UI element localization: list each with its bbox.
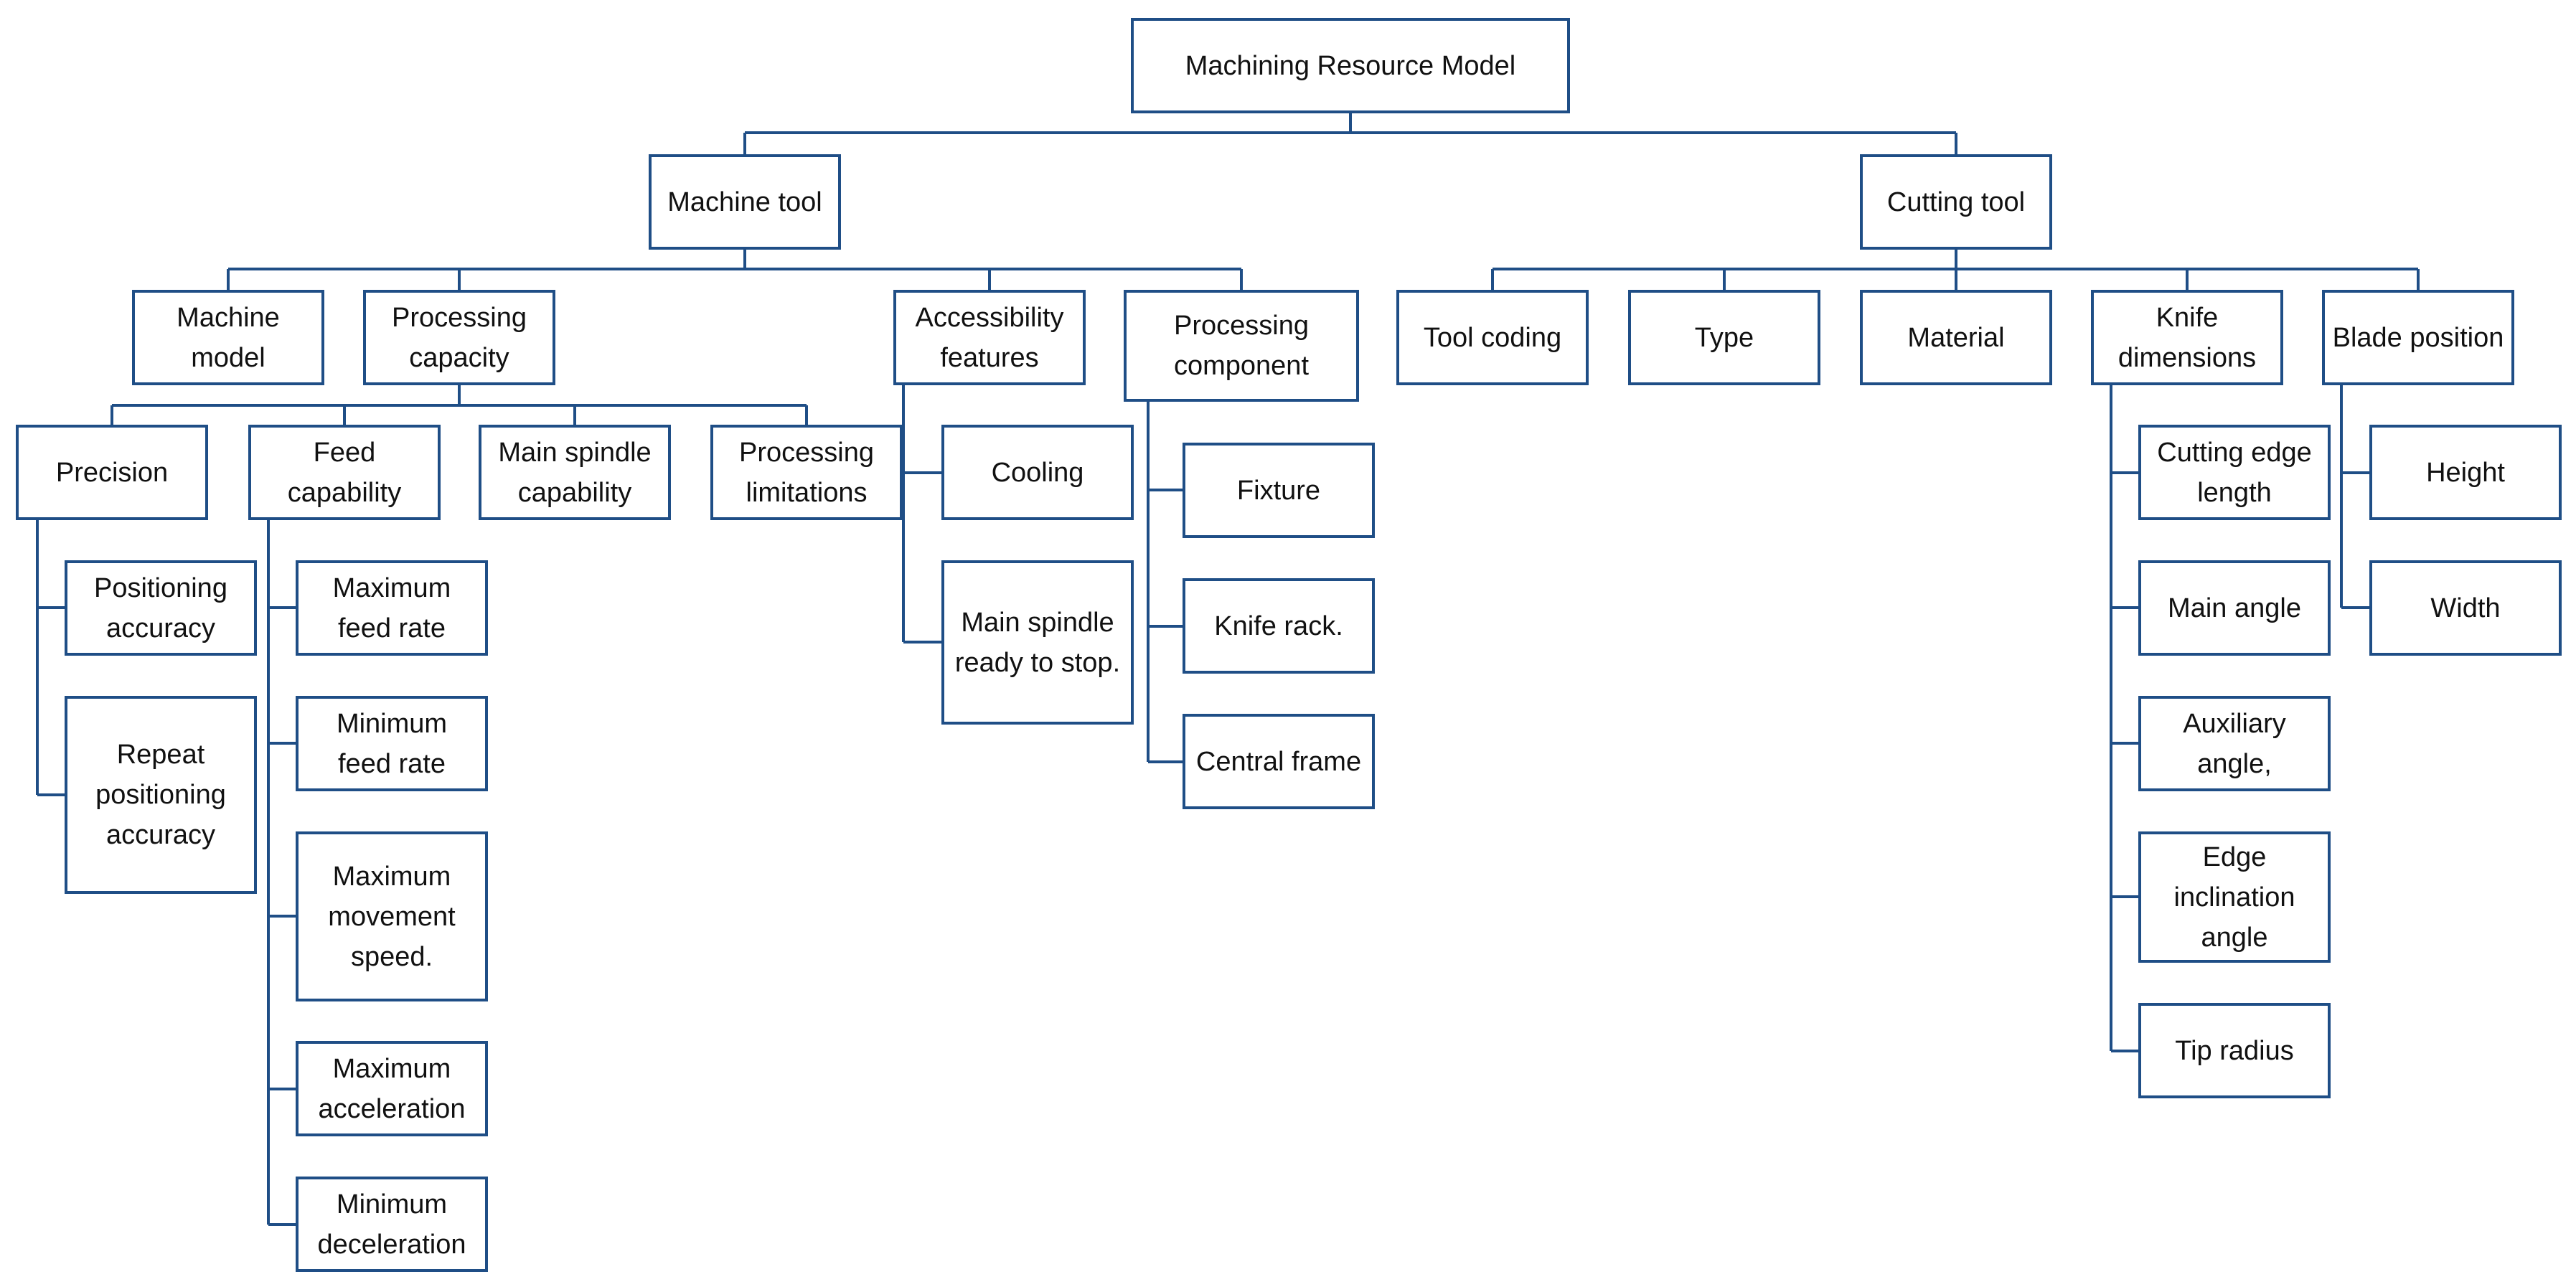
- node-processing-limitations: Processing limitations: [710, 425, 903, 520]
- node-feed-capability: Feed capability: [248, 425, 441, 520]
- connector-accessibility: [902, 385, 941, 644]
- node-main-angle: Main angle: [2138, 560, 2331, 656]
- node-cutting-edge-length: Cutting edge length: [2138, 425, 2331, 520]
- node-processing-capacity: Processing capacity: [363, 290, 555, 385]
- connector-feed-capability: [267, 520, 296, 1226]
- node-main-spindle-ready-to-stop: Main spindle ready to stop.: [941, 560, 1134, 725]
- node-maximum-feed-rate: Maximum feed rate: [296, 560, 488, 656]
- connector-machine-tool: [227, 250, 1243, 290]
- node-maximum-acceleration: Maximum acceleration: [296, 1041, 488, 1136]
- node-knife-rack: Knife rack.: [1183, 578, 1375, 674]
- connector-knife-dimensions: [2110, 385, 2138, 1052]
- node-processing-component: Processing component: [1124, 290, 1359, 402]
- node-main-spindle-capability: Main spindle capability: [479, 425, 671, 520]
- connector-lines: [36, 113, 2420, 1226]
- node-height: Height: [2369, 425, 2562, 520]
- node-tip-radius: Tip radius: [2138, 1003, 2331, 1098]
- node-material: Material: [1860, 290, 2052, 385]
- node-cooling: Cooling: [941, 425, 1134, 520]
- connector-cutting-tool: [1491, 250, 2420, 290]
- node-minimum-feed-rate: Minimum feed rate: [296, 696, 488, 791]
- connector-precision: [36, 520, 65, 796]
- node-positioning-accuracy: Positioning accuracy: [65, 560, 257, 656]
- connector-processing-capacity: [111, 385, 808, 425]
- connector-root: [743, 113, 1957, 154]
- node-tool-coding: Tool coding: [1396, 290, 1589, 385]
- connector-blade-position: [2340, 385, 2369, 609]
- node-knife-dimensions: Knife dimensions: [2091, 290, 2283, 385]
- node-cutting-tool: Cutting tool: [1860, 154, 2052, 250]
- node-repeat-positioning-accuracy: Repeat positioning accuracy: [65, 696, 257, 894]
- node-edge-inclination-angle: Edge inclination angle: [2138, 831, 2331, 963]
- node-central-frame: Central frame: [1183, 714, 1375, 809]
- connector-processing-component: [1147, 402, 1183, 763]
- node-blade-position: Blade position: [2322, 290, 2514, 385]
- node-auxiliary-angle: Auxiliary angle,: [2138, 696, 2331, 791]
- node-machining-resource-model: Machining Resource Model: [1131, 18, 1570, 113]
- node-type: Type: [1628, 290, 1820, 385]
- node-maximum-movement-speed: Maximum movement speed.: [296, 831, 488, 1001]
- node-accessibility-features: Accessibility features: [893, 290, 1086, 385]
- node-precision: Precision: [16, 425, 208, 520]
- node-minimum-deceleration: Minimum deceleration: [296, 1177, 488, 1272]
- node-machine-model: Machine model: [132, 290, 324, 385]
- node-machine-tool: Machine tool: [649, 154, 841, 250]
- node-fixture: Fixture: [1183, 443, 1375, 538]
- node-width: Width: [2369, 560, 2562, 656]
